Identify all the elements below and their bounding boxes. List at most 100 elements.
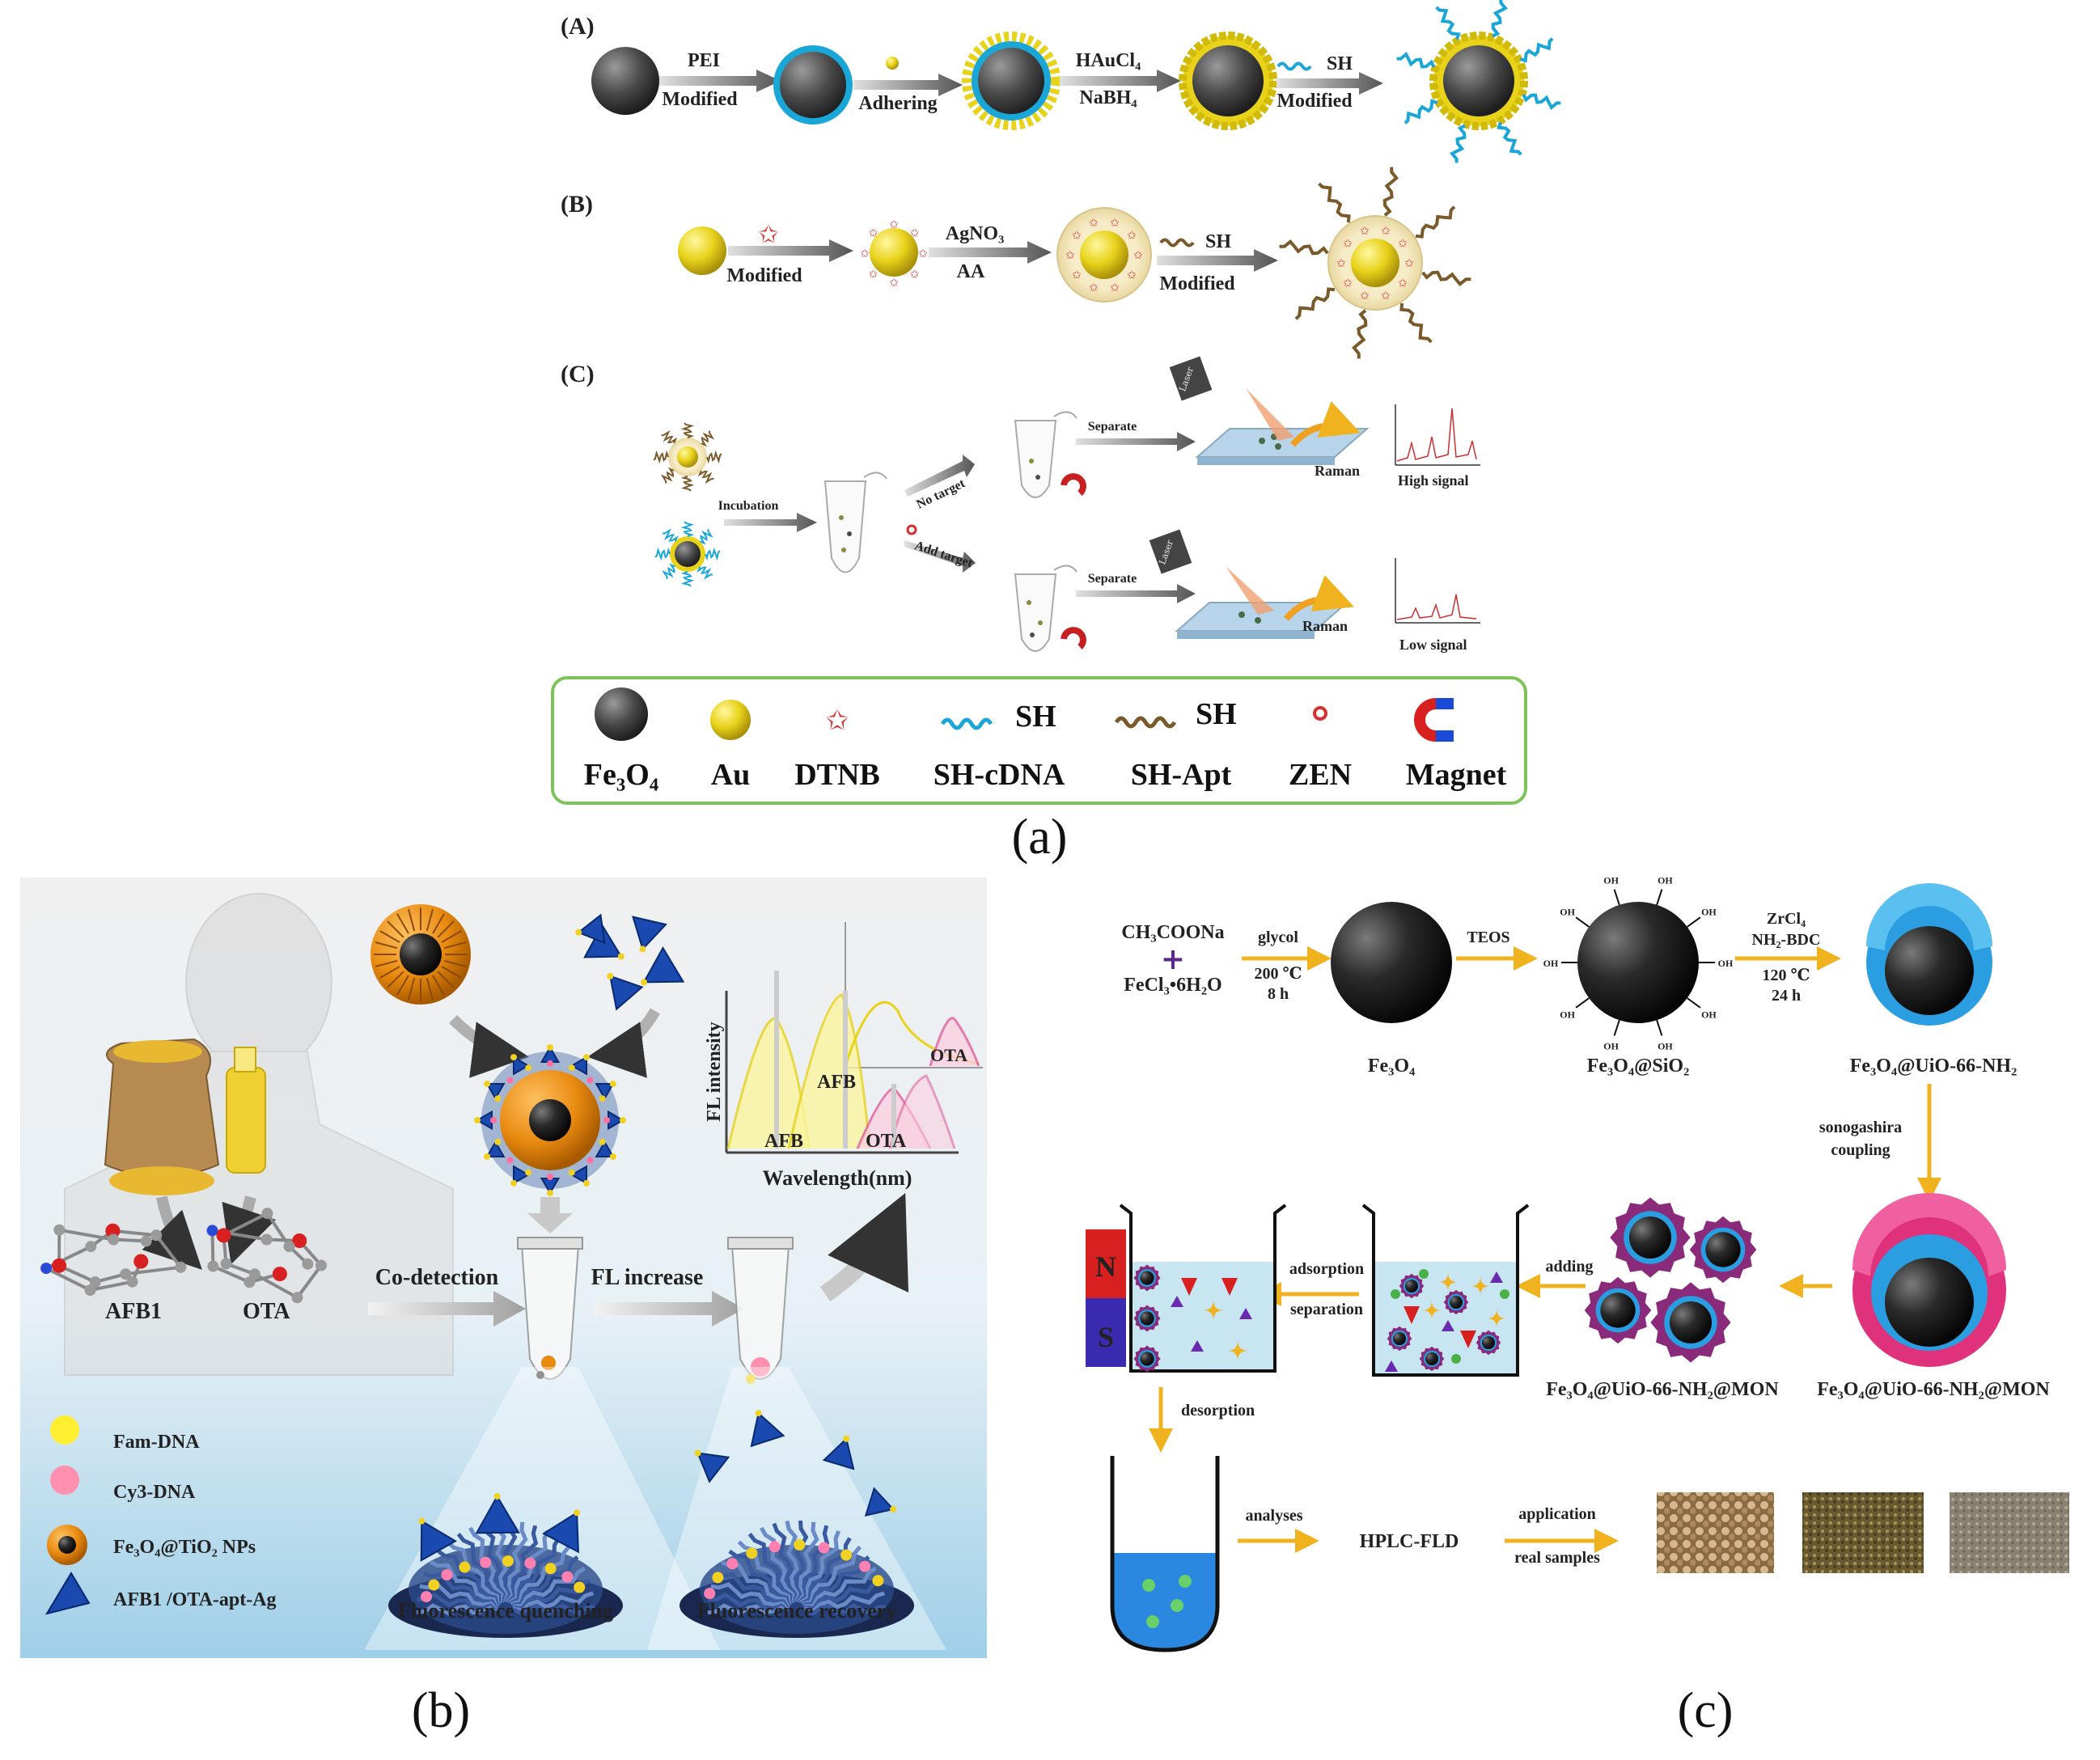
dtnb-icon: ✩	[758, 221, 778, 249]
sample-feed-image	[1802, 1492, 1924, 1573]
application-label: application	[1518, 1505, 1596, 1523]
beaker-separation	[1119, 1204, 1287, 1373]
svg-text:OH: OH	[1701, 907, 1717, 918]
zrcl4-label: ZrCl₄	[1767, 910, 1806, 928]
svg-text:✩: ✩	[910, 269, 920, 281]
svg-text:OH: OH	[1603, 874, 1619, 886]
zen-legend-icon	[1313, 706, 1327, 721]
svg-text:✩: ✩	[1072, 229, 1082, 242]
sh-cdna-wave	[1277, 61, 1312, 71]
svg-text:✩: ✩	[860, 248, 870, 260]
fe3o4-label: Fe₃O₄	[1368, 1056, 1415, 1077]
svg-text:OH: OH	[1560, 1009, 1575, 1021]
afb-label-2: AFB	[817, 1072, 856, 1093]
reagent-1: CH₃COONa	[1121, 922, 1224, 943]
legend-fe3o4: Fe₃O₄	[584, 758, 659, 792]
svg-text:✩: ✩	[869, 269, 879, 281]
afb1-molecule	[40, 1223, 187, 1297]
svg-text:✩: ✩	[1381, 225, 1391, 238]
tube-quenching	[517, 1237, 583, 1380]
legend-box	[551, 676, 1527, 805]
svg-text:✩: ✩	[1343, 237, 1353, 250]
svg-text:✩: ✩	[889, 277, 899, 290]
spectrum-high	[1395, 404, 1480, 466]
svg-text:✩: ✩	[1381, 290, 1391, 302]
svg-text:✩: ✩	[1404, 257, 1414, 270]
row-a-step1-top: PEI	[688, 50, 720, 71]
quenching-scene	[388, 1493, 623, 1638]
low-signal-label: Low signal	[1399, 637, 1467, 653]
arrow	[1076, 432, 1196, 451]
apt-probe: ✩✩✩✩✩✩✩✩✩✩	[1279, 167, 1471, 359]
apt-ag-icon	[44, 1572, 91, 1615]
svg-text:✩: ✩	[1398, 277, 1408, 290]
caption-a: (a)	[1012, 810, 1068, 865]
fe3o4-uio-mon-label-2: Fe₃O₄@UiO-66-NH₂@MON	[1817, 1379, 2050, 1400]
arrow	[659, 70, 781, 92]
fe3o4-uio-label: Fe₃O₄@UiO-66-NH₂	[1850, 1056, 2017, 1077]
grain-sack	[104, 1038, 220, 1195]
svg-text:OH: OH	[1658, 874, 1673, 886]
caption-c: (c)	[1678, 1683, 1734, 1738]
row-b-step2-bottom: AA	[957, 261, 985, 282]
arrow	[904, 540, 976, 573]
desorption-label: desorption	[1181, 1402, 1255, 1419]
svg-text:OH: OH	[1718, 958, 1734, 969]
fe3o4-core	[591, 47, 659, 115]
quenching-label: Fluorescence quenching	[398, 1599, 613, 1622]
cdna-probe	[1396, 0, 1561, 163]
high-signal-label: High signal	[1398, 472, 1469, 489]
hplc-label: HPLC-FLD	[1360, 1531, 1459, 1552]
svg-text:OH: OH	[1603, 1041, 1619, 1052]
svg-text:✩: ✩	[1110, 281, 1120, 294]
apt-ag-triangles	[575, 913, 685, 1011]
arrow	[819, 1193, 909, 1302]
magnet-icon	[1061, 473, 1086, 496]
magnet-s-label: S	[1098, 1321, 1114, 1353]
real-samples-label: real samples	[1514, 1549, 1600, 1567]
arrow	[1060, 70, 1181, 92]
svg-text:OH: OH	[1701, 1009, 1717, 1021]
row-a-step2-bottom: Adhering	[858, 93, 937, 114]
au-legend-icon	[710, 700, 751, 740]
au-ag-shell: ✩✩✩✩✩✩✩✩✩✩	[1056, 207, 1152, 302]
nh2bdc-label: NH₂-BDC	[1752, 931, 1821, 949]
adsorption-label: adsorption	[1289, 1260, 1364, 1278]
sh-cdna-legend-icon	[940, 717, 993, 730]
magnet-n-label: N	[1095, 1250, 1116, 1283]
fl-intensity-label: FL intensity	[704, 1022, 725, 1121]
arrow	[1277, 72, 1383, 95]
svg-text:✩: ✩	[910, 227, 920, 240]
elution-vial	[1110, 1456, 1220, 1652]
legend-sh-2: SH	[1196, 697, 1237, 731]
arrow	[142, 1195, 202, 1270]
quenched-complex	[474, 1044, 626, 1196]
fe3o4-sphere	[1331, 902, 1452, 1023]
tube-no-target	[1014, 411, 1086, 498]
separate-1-label: Separate	[1088, 420, 1137, 434]
legend-sh-apt: SH-Apt	[1131, 758, 1232, 792]
adding-label: adding	[1546, 1258, 1594, 1276]
svg-text:✩: ✩	[1072, 269, 1082, 282]
afb-label-1: AFB	[764, 1131, 803, 1152]
legend-fe3o4-tio2: Fe₃O₄@TiO₂ NPs	[113, 1537, 256, 1558]
svg-text:OH: OH	[1543, 958, 1559, 969]
svg-text:✩: ✩	[1127, 269, 1137, 282]
sh-apt-wave	[1159, 238, 1195, 248]
fe3o4-uio-mon-sphere	[1852, 1193, 2006, 1367]
mon-particles	[1584, 1197, 1757, 1363]
row-b-label: (B)	[561, 191, 593, 218]
legend-au: Au	[711, 758, 751, 792]
raman-1-label: Raman	[1315, 463, 1360, 479]
magnet-s-block	[1086, 1298, 1126, 1367]
legend-sh-1: SH	[1015, 700, 1056, 734]
coupling-label: coupling	[1831, 1141, 1890, 1159]
raman-arrow	[1289, 400, 1361, 447]
row-b-step3-bottom: Modified	[1159, 273, 1235, 294]
svg-text:✩: ✩	[1133, 249, 1143, 262]
fe3o4-legend-icon	[595, 688, 648, 741]
panel-b: AFB1 OTA Co-detection FL increase	[20, 878, 987, 1738]
magnet-icon	[1061, 627, 1086, 649]
